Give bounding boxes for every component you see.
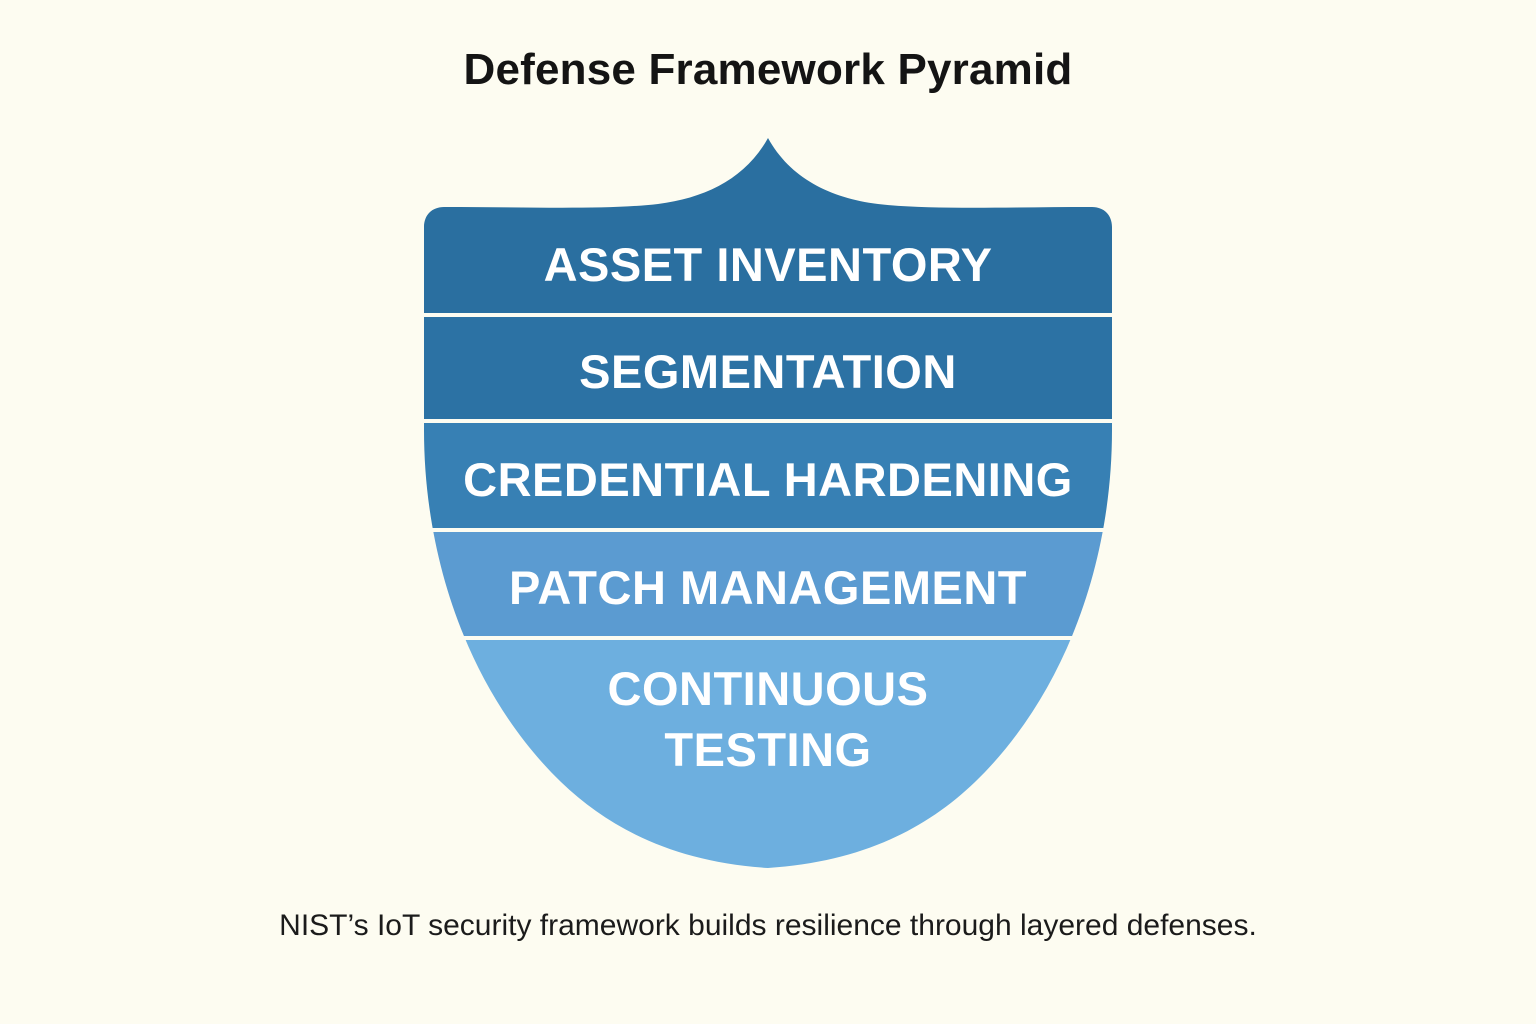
shield-layer-band-2 [424, 316, 1112, 419]
shield-layer-label-segmentation: SEGMENTATION [579, 345, 957, 398]
shield-divider-2 [424, 419, 1112, 423]
shield-layer-label-asset-inventory: ASSET INVENTORY [544, 238, 993, 291]
shield-divider-3 [424, 528, 1112, 532]
figure-caption: NIST’s IoT security framework builds res… [279, 909, 1257, 942]
shield-divider-4 [424, 636, 1112, 640]
shield-layer-band-4 [424, 532, 1112, 636]
shield-layer-label-credential-hardening: CREDENTIAL HARDENING [463, 453, 1073, 506]
shield-layer-label-patch-management: PATCH MANAGEMENT [509, 561, 1027, 614]
shield-layer-label-testing: TESTING [664, 723, 871, 776]
shield-layer-band-3 [424, 423, 1112, 528]
shield-divider-1 [424, 313, 1112, 317]
shield-layer-label-continuous: CONTINUOUS [608, 662, 929, 715]
page-title: Defense Framework Pyramid [463, 45, 1073, 94]
